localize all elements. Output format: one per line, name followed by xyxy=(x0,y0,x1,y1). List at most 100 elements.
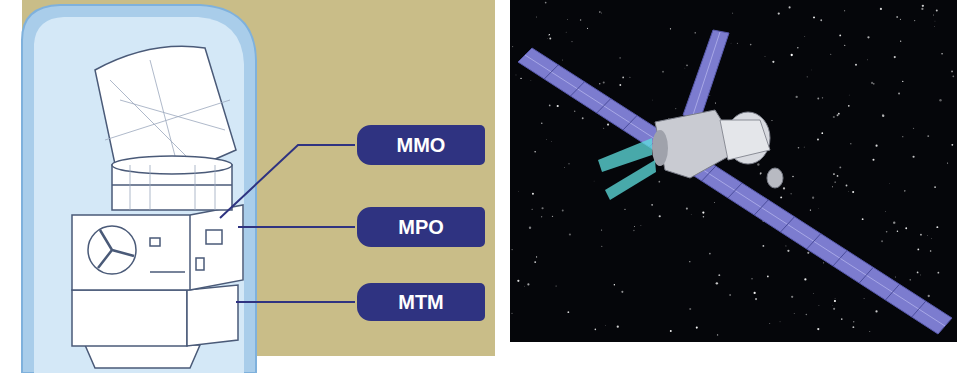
panel-segment xyxy=(754,200,768,215)
star xyxy=(787,250,789,252)
star xyxy=(917,272,919,274)
stars xyxy=(511,2,954,336)
star xyxy=(767,276,769,278)
star xyxy=(796,96,798,98)
star xyxy=(928,295,930,297)
star xyxy=(702,211,704,213)
star xyxy=(804,36,806,38)
star xyxy=(817,328,819,330)
star xyxy=(601,246,602,247)
star xyxy=(832,186,833,187)
star xyxy=(541,207,543,209)
star xyxy=(534,261,536,263)
star xyxy=(696,327,698,329)
star xyxy=(518,190,520,192)
star xyxy=(920,234,922,236)
space-background xyxy=(510,0,957,342)
star xyxy=(527,283,529,285)
star xyxy=(549,38,551,40)
star xyxy=(771,120,772,121)
star xyxy=(848,94,850,96)
star xyxy=(867,59,869,61)
star xyxy=(821,132,823,134)
star xyxy=(937,272,939,274)
star xyxy=(817,138,819,140)
star xyxy=(736,42,738,44)
star xyxy=(684,67,686,69)
label-box: MPO xyxy=(357,207,485,247)
star xyxy=(846,185,848,187)
star xyxy=(833,308,835,310)
star xyxy=(917,249,919,251)
star xyxy=(931,238,933,240)
star xyxy=(511,313,512,314)
star xyxy=(565,31,567,33)
star xyxy=(675,108,676,109)
star xyxy=(529,227,531,229)
star xyxy=(686,65,688,67)
star xyxy=(951,144,953,146)
star xyxy=(933,14,935,16)
star xyxy=(524,285,526,287)
star xyxy=(867,36,869,38)
star xyxy=(835,181,836,182)
panel-segment xyxy=(597,99,611,113)
star xyxy=(884,210,886,212)
star xyxy=(844,10,845,11)
star xyxy=(545,2,547,4)
star xyxy=(718,274,720,276)
mmo-module xyxy=(95,46,236,210)
star xyxy=(834,300,836,302)
star xyxy=(889,183,891,185)
star xyxy=(798,147,800,149)
star xyxy=(838,113,840,115)
star xyxy=(549,34,550,35)
star xyxy=(556,285,557,286)
panel-segment xyxy=(544,65,558,79)
star xyxy=(762,245,764,247)
star xyxy=(600,12,602,14)
star xyxy=(823,262,824,263)
star xyxy=(837,175,839,177)
star xyxy=(947,163,948,164)
star xyxy=(882,115,884,117)
panel-segment xyxy=(886,284,900,300)
star xyxy=(951,71,953,73)
star xyxy=(651,204,653,206)
star xyxy=(593,180,595,182)
star xyxy=(757,163,759,165)
star xyxy=(833,173,835,175)
star xyxy=(730,42,732,44)
panel-segment xyxy=(781,217,795,232)
star xyxy=(813,293,815,295)
star xyxy=(716,282,718,284)
star xyxy=(893,221,895,223)
star xyxy=(582,117,584,119)
star xyxy=(607,124,609,126)
star xyxy=(852,326,854,328)
star xyxy=(791,54,793,56)
star xyxy=(547,38,549,40)
star xyxy=(587,28,588,29)
panel-segment xyxy=(912,301,926,317)
star xyxy=(703,216,705,218)
star xyxy=(875,310,877,312)
star xyxy=(871,82,873,84)
star xyxy=(614,284,615,285)
star xyxy=(670,330,672,332)
star xyxy=(511,249,512,250)
star xyxy=(862,218,864,220)
star xyxy=(839,35,841,37)
star xyxy=(934,186,936,188)
star xyxy=(567,19,569,21)
star xyxy=(574,110,575,111)
star xyxy=(695,32,696,33)
star xyxy=(812,197,814,199)
mpo-module xyxy=(72,205,243,290)
star xyxy=(844,45,845,46)
star xyxy=(927,135,929,137)
star xyxy=(652,99,654,101)
star xyxy=(905,227,907,229)
star xyxy=(922,5,924,7)
star xyxy=(803,146,805,148)
